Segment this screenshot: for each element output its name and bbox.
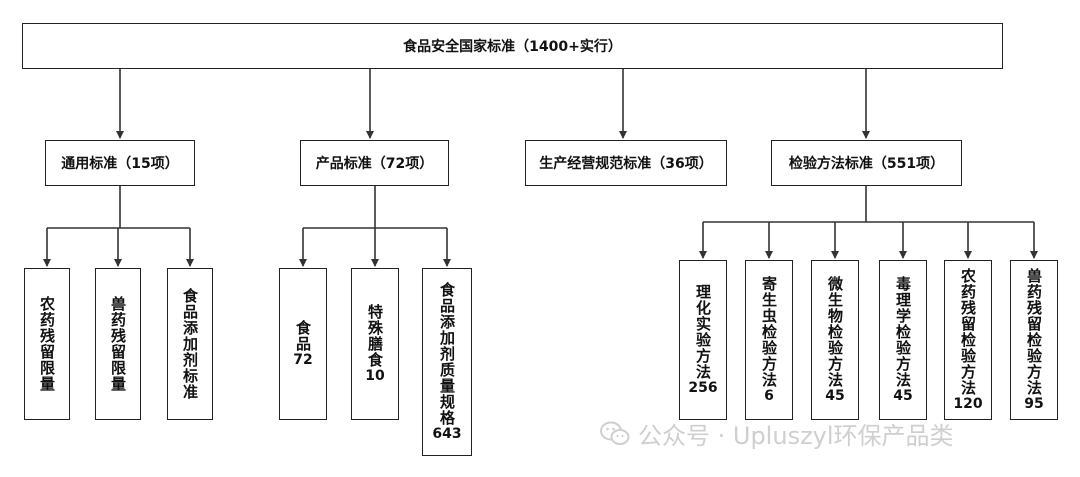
group-label-production: 生产经营规范标准（36项）	[539, 156, 713, 172]
watermark-text: 公众号 · Upluszyl环保产品类	[638, 422, 954, 450]
leaf-count: 45	[893, 387, 913, 404]
leaf-label: 食品添加剂质量规格	[438, 281, 456, 426]
leaf-label: 理化实验方法	[694, 283, 712, 380]
leaf-box: 寄生虫检验方法 6	[745, 260, 793, 420]
leaf-count: 643	[432, 425, 462, 442]
group-box-product: 产品标准（72项）	[300, 140, 449, 186]
leaf-label: 兽药残留检验方法	[1025, 267, 1043, 396]
leaf-count: 10	[365, 367, 385, 384]
leaf-box: 食品添加剂标准	[167, 268, 213, 420]
leaf-label: 食品添加剂标准	[181, 288, 199, 400]
leaf-count: 256	[688, 379, 718, 396]
group-box-production: 生产经营规范标准（36项）	[525, 140, 727, 186]
leaf-label: 农药残留限量	[38, 296, 56, 392]
leaf-box: 毒理学检验方法 45	[879, 260, 927, 420]
leaf-box: 食品 72	[279, 268, 327, 420]
leaf-box: 微生物检验方法 45	[811, 260, 859, 420]
wechat-icon	[600, 421, 630, 445]
leaf-label: 微生物检验方法	[826, 275, 844, 388]
leaf-box: 农药残留限量	[24, 268, 70, 420]
leaf-count: 6	[764, 387, 774, 404]
group-box-testing: 检验方法标准（551项）	[771, 140, 962, 186]
root-label: 食品安全国家标准（1400+实行）	[403, 39, 622, 55]
leaf-box: 农药残留检验方法 120	[944, 260, 992, 420]
leaf-box: 特殊膳食 10	[351, 268, 399, 420]
group-label-testing: 检验方法标准（551项）	[788, 156, 945, 172]
leaf-label: 毒理学检验方法	[894, 275, 912, 388]
leaf-count: 95	[1024, 395, 1044, 412]
leaf-label: 农药残留检验方法	[959, 267, 977, 396]
leaf-label: 兽药残留限量	[109, 296, 127, 392]
group-box-general: 通用标准（15项）	[45, 140, 195, 186]
leaf-label: 寄生虫检验方法	[760, 275, 778, 388]
leaf-box: 兽药残留检验方法 95	[1010, 260, 1058, 420]
group-label-general: 通用标准（15项）	[61, 156, 179, 172]
leaf-box: 理化实验方法 256	[679, 260, 727, 420]
leaf-count: 45	[825, 387, 845, 404]
root-box: 食品安全国家标准（1400+实行）	[22, 23, 1003, 69]
leaf-label: 食品	[294, 319, 312, 352]
leaf-label: 特殊膳食	[366, 303, 384, 368]
group-label-product: 产品标准（72项）	[315, 156, 434, 172]
leaf-count: 72	[293, 351, 313, 368]
watermark: 公众号 · Upluszyl环保产品类	[600, 416, 954, 451]
leaf-box: 食品添加剂质量规格 643	[422, 268, 472, 456]
leaf-count: 120	[953, 395, 983, 412]
leaf-box: 兽药残留限量	[95, 268, 141, 420]
